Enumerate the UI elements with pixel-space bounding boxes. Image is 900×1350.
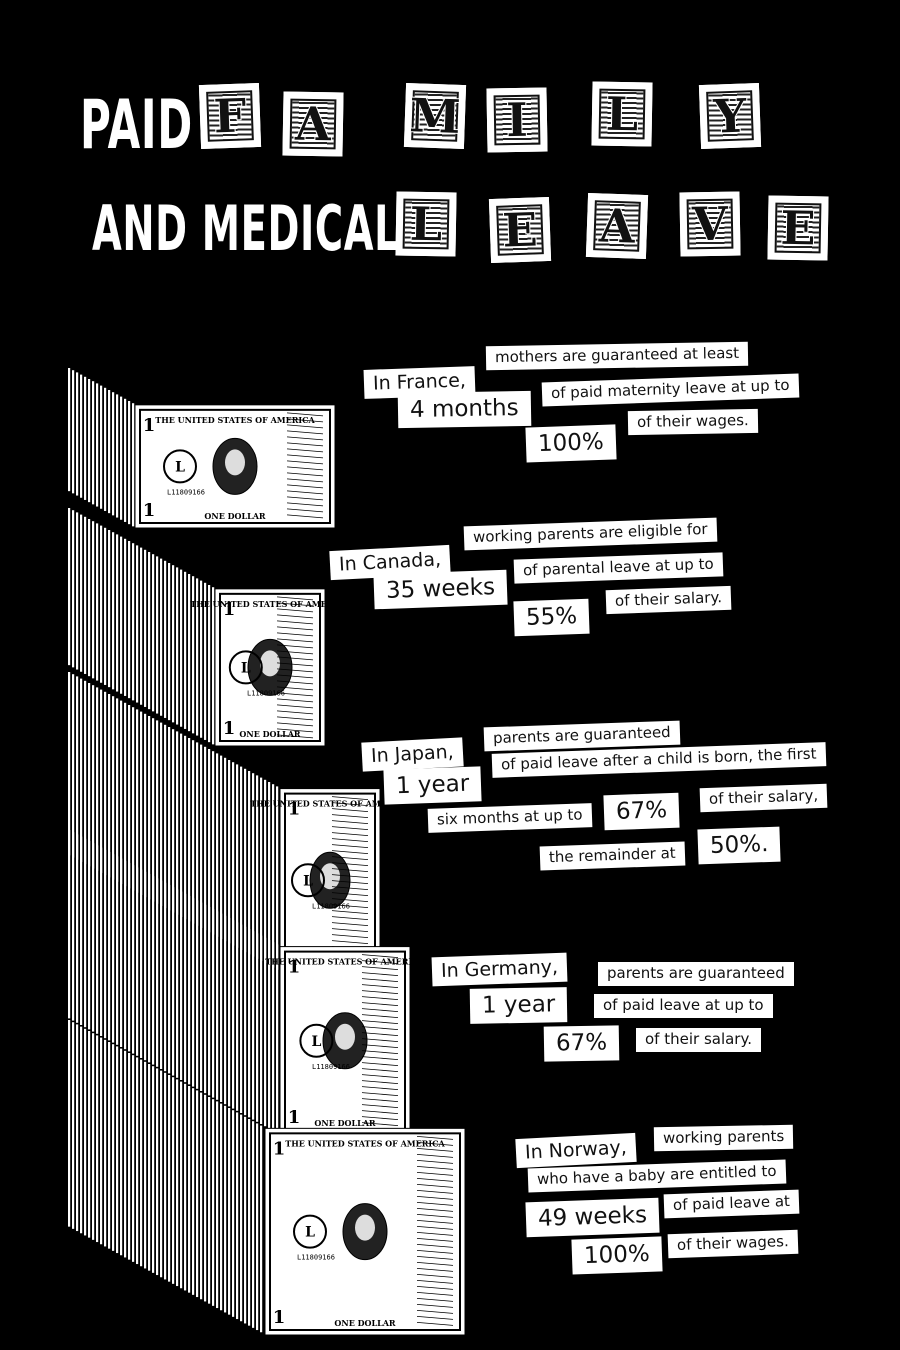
- duration-label: 4 months: [397, 390, 531, 429]
- svg-text:1: 1: [288, 1107, 301, 1128]
- svg-text:L: L: [311, 1034, 321, 1050]
- duration-label: 49 weeks: [525, 1197, 660, 1238]
- svg-text:L11809166: L11809166: [312, 1063, 350, 1071]
- svg-text:L11809166: L11809166: [297, 1254, 335, 1262]
- svg-text:1: 1: [273, 1138, 286, 1159]
- svg-text:L: L: [303, 873, 313, 889]
- text-label: of paid leave at: [663, 1189, 800, 1219]
- text-label: the remainder at: [539, 841, 686, 871]
- text-label: working parents: [653, 1124, 794, 1152]
- svg-text:L: L: [175, 459, 185, 475]
- svg-text:L: L: [241, 660, 251, 676]
- svg-text:L11809166: L11809166: [167, 488, 205, 496]
- svg-text:THE UNITED STATES OF AMERICA: THE UNITED STATES OF AMERICA: [265, 957, 425, 967]
- title-paid: PAID: [80, 86, 193, 165]
- svg-text:1: 1: [288, 799, 301, 820]
- svg-text:ONE DOLLAR: ONE DOLLAR: [334, 1318, 396, 1328]
- text-label: parents are guaranteed: [598, 962, 794, 986]
- text-label: of paid leave at up to: [594, 994, 773, 1018]
- text-label: of their salary,: [699, 783, 828, 813]
- svg-text:L: L: [305, 1225, 315, 1241]
- duration-label: 1 year: [383, 766, 482, 805]
- svg-text:1: 1: [288, 957, 301, 978]
- text-label: of their salary.: [636, 1028, 761, 1052]
- svg-text:ONE DOLLAR: ONE DOLLAR: [204, 511, 266, 521]
- svg-text:ONE DOLLAR: ONE DOLLAR: [314, 1118, 376, 1128]
- text-label: of their wages.: [627, 408, 758, 436]
- title-and-medical: AND MEDICAL: [92, 192, 400, 265]
- svg-text:1: 1: [143, 500, 156, 521]
- country-label: In Germany,: [431, 952, 568, 987]
- svg-text:THE UNITED STATES OF AMERICA: THE UNITED STATES OF AMERICA: [285, 1138, 445, 1148]
- svg-text:1: 1: [143, 415, 156, 436]
- svg-text:1: 1: [273, 1307, 286, 1328]
- duration-label: 35 weeks: [373, 569, 508, 610]
- percent-label: 55%: [513, 598, 590, 637]
- svg-text:1: 1: [223, 599, 236, 620]
- svg-text:THE UNITED STATES OF AMERICA: THE UNITED STATES OF AMERICA: [155, 415, 315, 425]
- percent-label: 100%: [571, 1236, 663, 1275]
- percent-label: 67%: [543, 1025, 620, 1062]
- svg-text:L11809166: L11809166: [312, 902, 350, 910]
- percent-label: 100%: [525, 424, 617, 463]
- text-label: mothers are guaranteed at least: [485, 341, 749, 371]
- svg-text:L11809166: L11809166: [247, 689, 285, 697]
- svg-text:ONE DOLLAR: ONE DOLLAR: [239, 729, 301, 739]
- text-label: of their salary.: [605, 585, 732, 615]
- svg-text:THE UNITED STATES OF AMERICA: THE UNITED STATES OF AMERICA: [190, 599, 350, 609]
- duration-label: 1 year: [469, 987, 568, 1024]
- text-label: of their wages.: [667, 1229, 799, 1259]
- percent-label: 50%.: [697, 826, 782, 865]
- percent-label: 67%: [603, 792, 680, 831]
- svg-text:1: 1: [223, 718, 236, 739]
- svg-text:THE UNITED STATES OF AMERICA: THE UNITED STATES OF AMERICA: [250, 799, 410, 809]
